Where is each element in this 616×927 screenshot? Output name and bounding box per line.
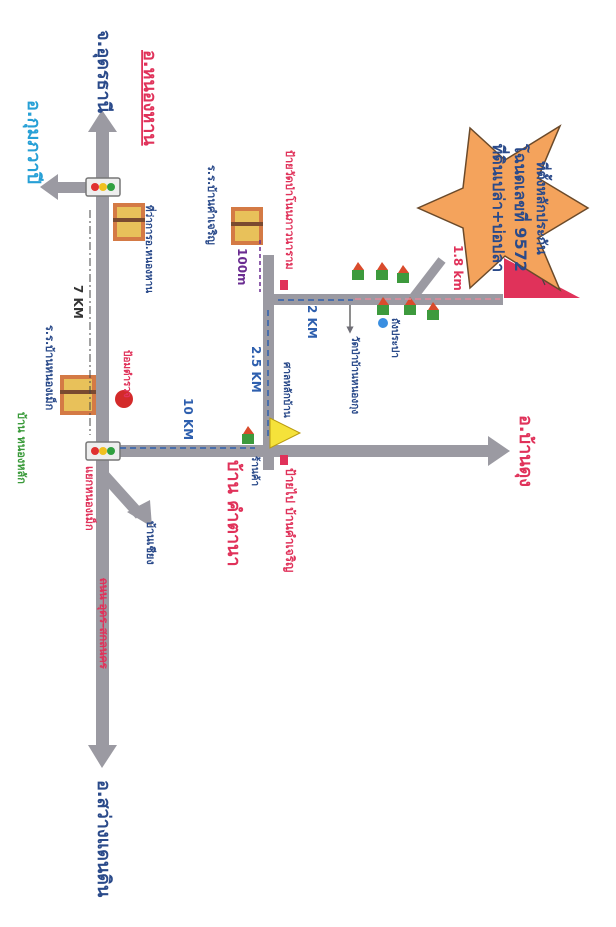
distance-10km: 10 KM — [181, 398, 195, 440]
label-sign-khamcharoen: ป้ายไป บ้านคำเจริญ — [283, 468, 298, 572]
label-school-khamcharoen: ร.ร.บ้านคำเจริญ — [205, 165, 218, 245]
property-star-callout — [416, 124, 590, 292]
highway-road — [96, 130, 109, 750]
road-kumphawapi-arrow — [40, 174, 58, 200]
school-building-icon — [113, 203, 145, 241]
label-police-substation: ที่ว่าการอ.หนองหาน — [143, 205, 157, 293]
star-line-1: ที่ดินเปล่า+บ่อปลา — [489, 144, 510, 272]
label-temple-nongkung: วัดป่าบ้านหนองกุง — [349, 336, 361, 414]
star-line-3: ที่ตั้งหลักประกัน — [533, 161, 553, 255]
road-branch — [408, 257, 446, 302]
road-banchiang-arrow — [127, 500, 152, 527]
place-bankhut: อ.บ้านดุง — [514, 415, 536, 487]
house-icon — [377, 297, 389, 315]
road-kumphawapi — [55, 182, 100, 193]
label-ban-nongmek: บ้าน หนองหลัก — [15, 412, 28, 484]
house-icon — [376, 262, 388, 280]
distance-7km: 7 KM — [71, 285, 85, 319]
label-water-tank: ถังประปา — [389, 318, 401, 358]
place-sawang: อ.สว่างแดนดิน — [93, 780, 114, 898]
label-shop: ร้านค้า — [249, 456, 261, 486]
shrine-icon — [269, 417, 302, 449]
distance-25km: 2.5 KM — [249, 346, 263, 393]
sign-marker — [280, 455, 288, 465]
label-banchiang: บ้านเชียง — [144, 521, 157, 565]
star-line-2: โฉนดเลขที่ 9572 — [511, 143, 532, 272]
label-temple-sign: ป้ายวัดป่าโนนภาวนาราม — [283, 150, 297, 270]
place-nonghan: อ.หนองหาน — [139, 50, 160, 146]
house-icon — [397, 265, 409, 283]
place-udon: จ.อุดรธานี — [92, 30, 114, 114]
road-bankhut-arrow — [488, 436, 510, 466]
highway-arrow-top — [88, 110, 117, 132]
traffic-light-icon — [85, 441, 121, 461]
label-junction-nongmek: แยกหนองเม็ก — [83, 466, 97, 531]
place-khamtana: บ้าน คำตานา — [223, 460, 244, 566]
road-banchiang — [99, 471, 145, 519]
house-icon — [427, 302, 439, 320]
police-box-icon — [115, 390, 133, 408]
house-icon — [242, 426, 254, 444]
label-shrine: ศาลหลักบ้าน — [281, 362, 293, 418]
label-police-box: ป้อมตำรวจ — [121, 350, 133, 398]
distance-18km: 1.8 km — [451, 245, 465, 291]
house-icon — [352, 262, 364, 280]
sign-marker — [280, 280, 288, 290]
school-building-icon — [60, 375, 96, 415]
distance-2km: 2 KM — [305, 305, 319, 339]
traffic-light-icon — [85, 177, 121, 197]
water-tank-icon — [378, 318, 388, 328]
house-icon — [404, 297, 416, 315]
highway-arrow-bottom — [88, 745, 117, 768]
label-highway: ถนน อุดร-สกลนคร — [96, 578, 110, 669]
place-kumphawapi: อ.กุมภวาปี — [22, 100, 44, 184]
label-school-nongmek: ร.ร.บ้านหนองเม็ก — [43, 325, 57, 411]
road-nongmek-khamtana — [100, 445, 490, 457]
school-building-icon — [231, 207, 263, 245]
distance-100m: 100m — [235, 248, 249, 286]
